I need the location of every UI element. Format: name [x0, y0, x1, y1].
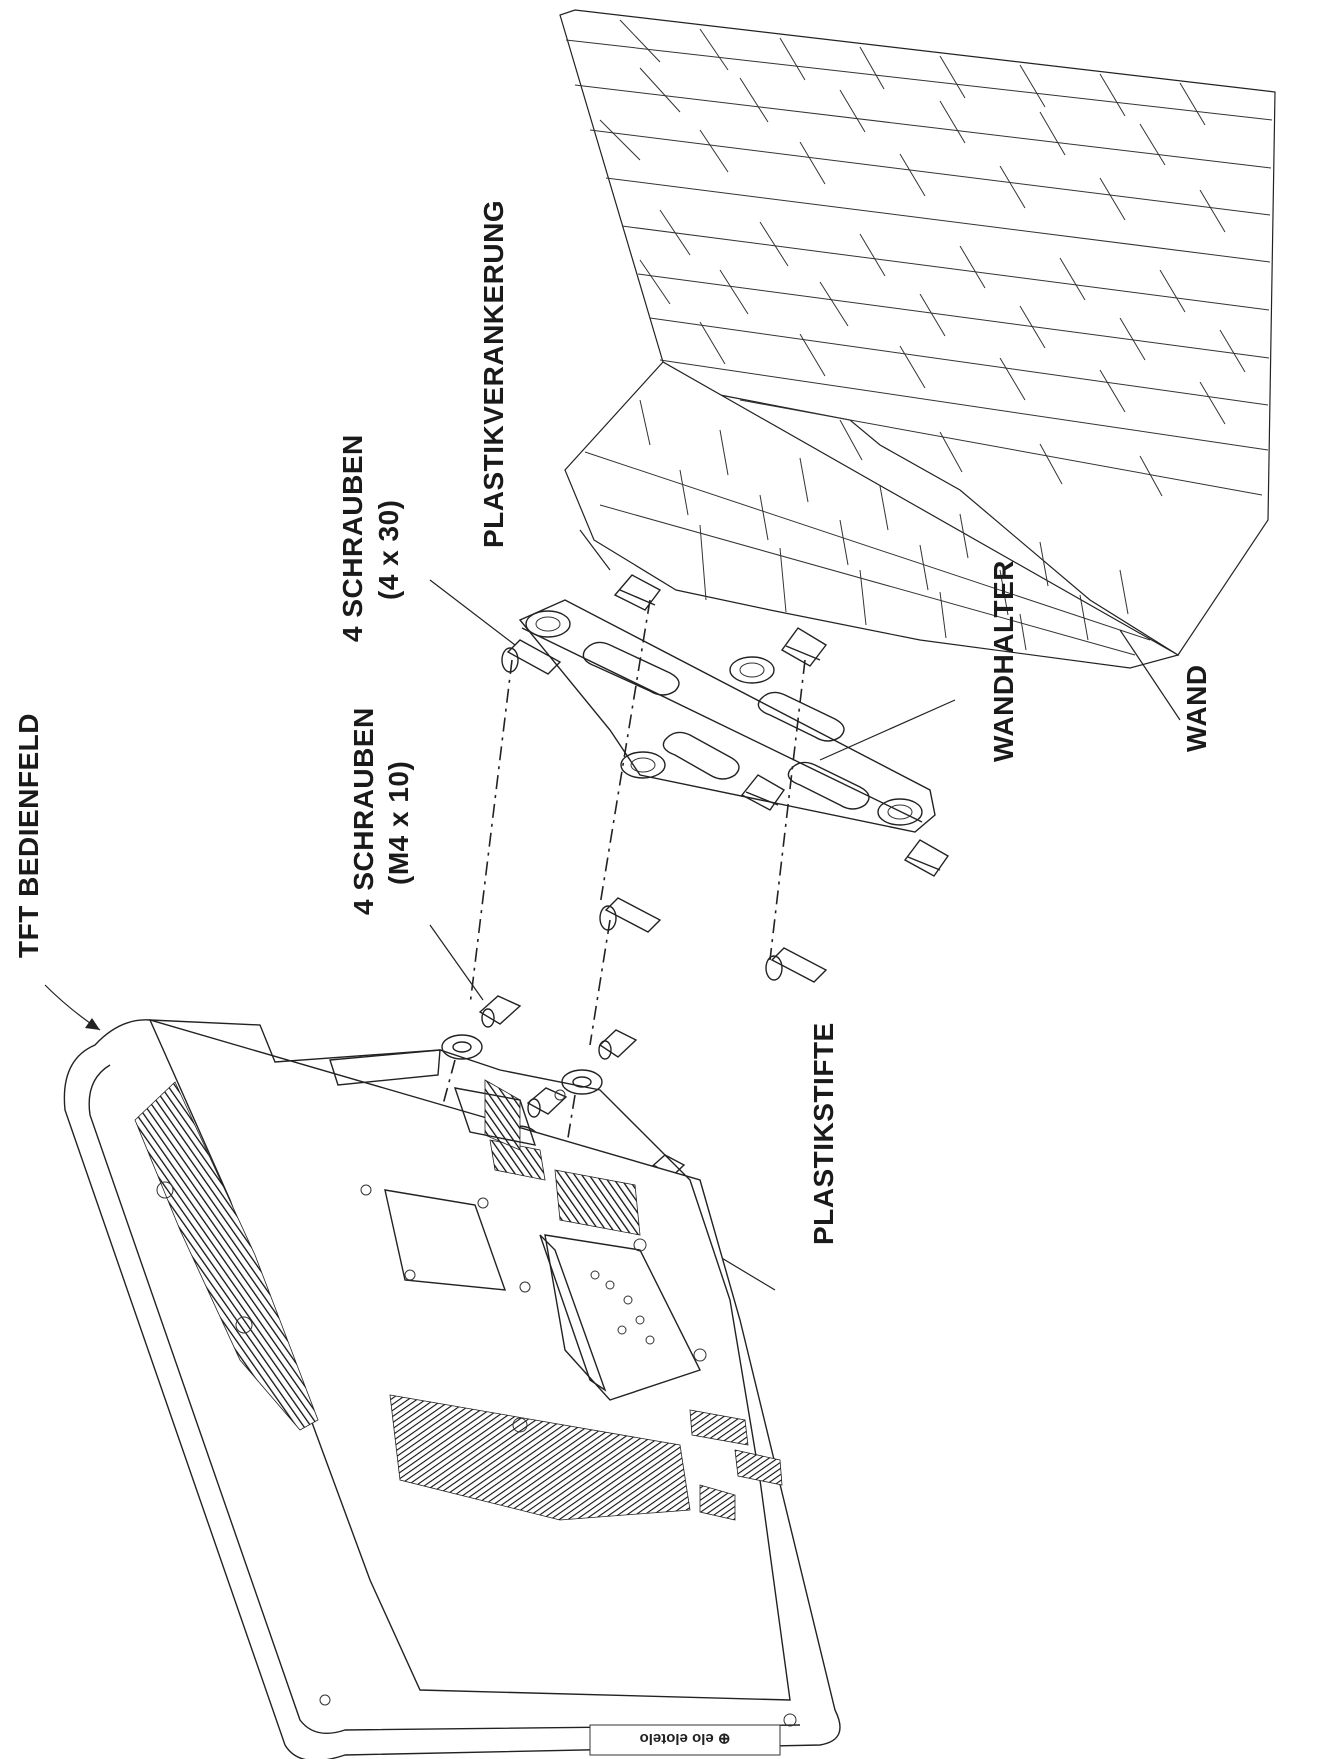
wall-bracket-illustration — [518, 599, 956, 833]
screws-4x30-label-line2: (4 x 30) — [373, 500, 404, 601]
brand-plate-text: ⊕ elo elotelo — [640, 1730, 731, 1747]
screws-m4-label-line2: (M4 x 10) — [383, 761, 414, 885]
plastic-anchors — [579, 529, 950, 877]
tft-panel-illustration: ⊕ elo elotelo — [44, 984, 841, 1759]
plastic-anchor-label: PLASTIKVERANKERUNG — [478, 200, 509, 548]
screws-4x30-label-line1: 4 SCHRAUBEN — [337, 434, 368, 642]
brick-lines-front — [584, 399, 1151, 656]
tft-panel-label: TFT BEDIENFELD — [13, 713, 44, 958]
wall-leader — [1119, 629, 1181, 721]
tft-arrow — [44, 984, 101, 1031]
wall-label: WAND — [1181, 664, 1212, 752]
screws-m4-label-line1: 4 SCHRAUBEN — [348, 707, 379, 915]
plastic-pins-label: PLASTIKSTIFTE — [808, 1022, 839, 1245]
anchor-leader — [579, 529, 611, 571]
brand-plate: ⊕ elo elotelo — [589, 1724, 781, 1756]
wall-bracket-label: WANDHALTER — [988, 560, 1019, 762]
bracket-leader — [819, 699, 956, 761]
screws-m4-leader — [429, 924, 484, 1001]
brick-lines-top — [565, 19, 1273, 497]
bracket-holes — [525, 610, 923, 826]
wall-illustration — [559, 9, 1276, 721]
screws-4x30-leader — [429, 579, 516, 646]
bracket-slots — [582, 641, 870, 810]
